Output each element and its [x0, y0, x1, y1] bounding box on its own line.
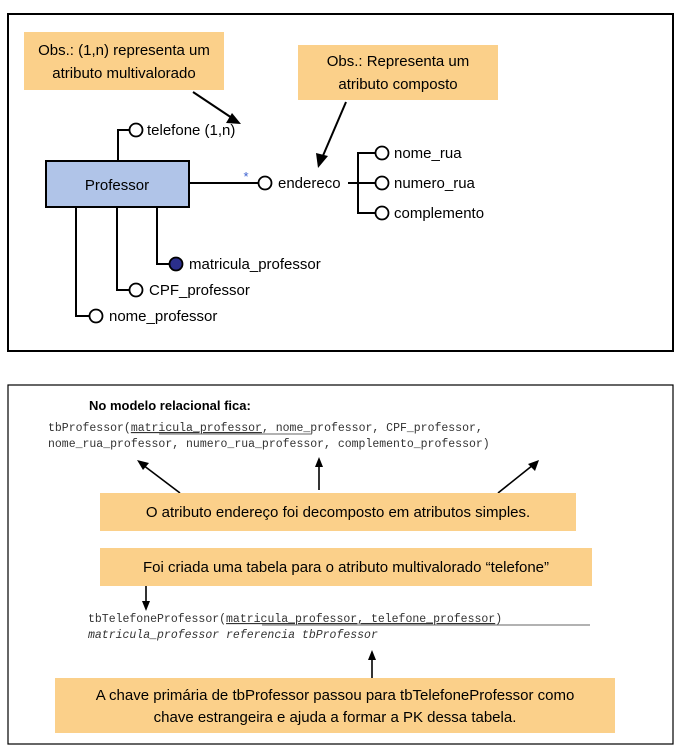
arrow-left-up [142, 464, 181, 494]
matricula-key-marker [168, 256, 184, 272]
cpf-connector [116, 207, 130, 291]
note-pk-line2: chave estrangeira e ajuda a formar a PK … [154, 709, 517, 726]
arrow-down-head [142, 601, 150, 611]
relational-heading: No modelo relacional fica: [89, 398, 251, 413]
tbtelefoneprofessor-close: ) [495, 613, 502, 626]
complemento-attribute-label: complemento [394, 205, 484, 222]
numero-rua-attribute-label: numero_rua [394, 175, 476, 192]
nome-connector [75, 207, 90, 317]
tbprofessor-name: tbProfessor( [48, 422, 131, 435]
arrow-to-telefone [192, 91, 233, 119]
arrow-center-up-head [315, 457, 323, 467]
note-decomposed-box [100, 493, 576, 531]
note-pk-box [55, 678, 615, 733]
arrow-to-telefone-head [226, 113, 241, 124]
arrow-to-endereco [321, 101, 347, 159]
tbprofessor-columns: , nome_professor, CPF_professor, [262, 422, 483, 435]
arrow-pk-up-head [368, 650, 376, 660]
matricula-attribute-label: matricula_professor [189, 256, 321, 273]
cpf-attribute-marker [128, 282, 144, 298]
tbprofessor-line1: tbProfessor(matricula_professor, nome_pr… [48, 422, 483, 435]
note-pk-line1: A chave primária de tbProfessor passou p… [96, 687, 575, 704]
tbtelefoneprofessor-name: tbTelefoneProfessor( [88, 613, 226, 626]
tbprofessor-line2: nome_rua_professor, numero_rua_professor… [48, 438, 490, 451]
note-multivalued-line1: Obs.: (1,n) representa um [38, 42, 210, 59]
nome-attribute-marker [88, 308, 104, 324]
entity-professor-label: Professor [85, 177, 149, 194]
tbtelefoneprofessor-pk: matricula_professor, telefone_professor [226, 613, 495, 626]
note-multivalued-box [24, 32, 224, 90]
tbprofessor-pk: matricula_professor [131, 422, 262, 435]
nome-rua-attribute-marker [374, 145, 390, 161]
note-new-table-text: Foi criada uma tabela para o atributo mu… [143, 559, 549, 576]
tbtelefoneprofessor-line: tbTelefoneProfessor(matricula_professor,… [88, 613, 502, 626]
note-composite-box [298, 45, 498, 100]
nome-rua-attribute-label: nome_rua [394, 145, 462, 162]
note-multivalued-line2: atributo multivalorado [52, 65, 195, 82]
arrow-left-up-head [137, 460, 149, 470]
tbtelefoneprofessor-fk: matricula_professor referencia tbProfess… [88, 629, 378, 642]
composite-marker: * [243, 169, 248, 184]
note-decomposed-text: O atributo endereço foi decomposto em at… [146, 504, 530, 521]
cpf-attribute-label: CPF_professor [149, 282, 250, 299]
arrow-to-endereco-head [316, 153, 328, 168]
numero-rua-attribute-marker [374, 175, 390, 191]
telefone-connector [117, 129, 130, 161]
arrow-right-up [497, 464, 534, 494]
note-composite-line2: atributo composto [338, 76, 457, 93]
arrow-right-up-head [528, 460, 539, 471]
nome-attribute-label: nome_professor [109, 308, 217, 325]
note-composite-line1: Obs.: Representa um [327, 53, 470, 70]
complemento-attribute-marker [374, 205, 390, 221]
note-new-table-box [100, 548, 592, 586]
matricula-connector [156, 207, 170, 265]
telefone-attribute-label: telefone (1,n) [147, 122, 235, 139]
endereco-attribute-label: endereco [278, 175, 341, 192]
endereco-attribute-marker [257, 175, 273, 191]
telefone-attribute-marker [128, 122, 144, 138]
